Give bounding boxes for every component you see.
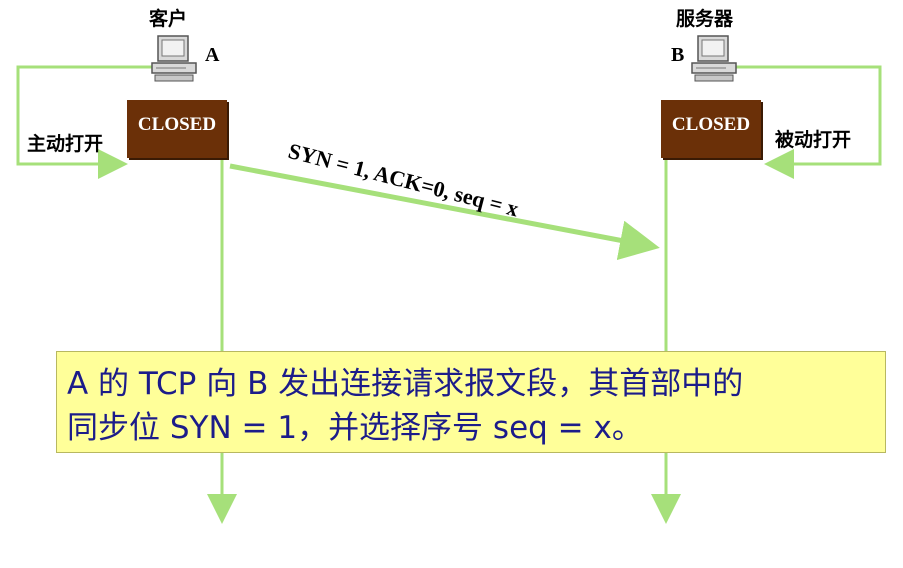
client-state-box: CLOSED — [127, 100, 227, 158]
server-open-label: 被动打开 — [775, 129, 852, 151]
computer-icon — [691, 35, 737, 82]
note-line-2: 同步位 SYN = 1，并选择序号 seq = x。 — [67, 410, 643, 446]
syn-segment-arrow — [229, 163, 660, 261]
server-open-loop — [735, 65, 882, 179]
computer-icon — [151, 35, 197, 82]
server-host-letter: B — [671, 44, 685, 66]
server-state-box: CLOSED — [661, 100, 761, 158]
client-open-loop — [16, 65, 155, 179]
client-title: 客户 — [149, 8, 188, 30]
explanation-note: A 的 TCP 向 B 发出连接请求报文段，其首部中的 同步位 SYN = 1，… — [56, 351, 886, 453]
client-host-letter: A — [205, 44, 220, 66]
note-line-1: A 的 TCP 向 B 发出连接请求报文段，其首部中的 — [67, 366, 744, 402]
server-title: 服务器 — [676, 8, 734, 30]
client-open-label: 主动打开 — [27, 133, 104, 155]
